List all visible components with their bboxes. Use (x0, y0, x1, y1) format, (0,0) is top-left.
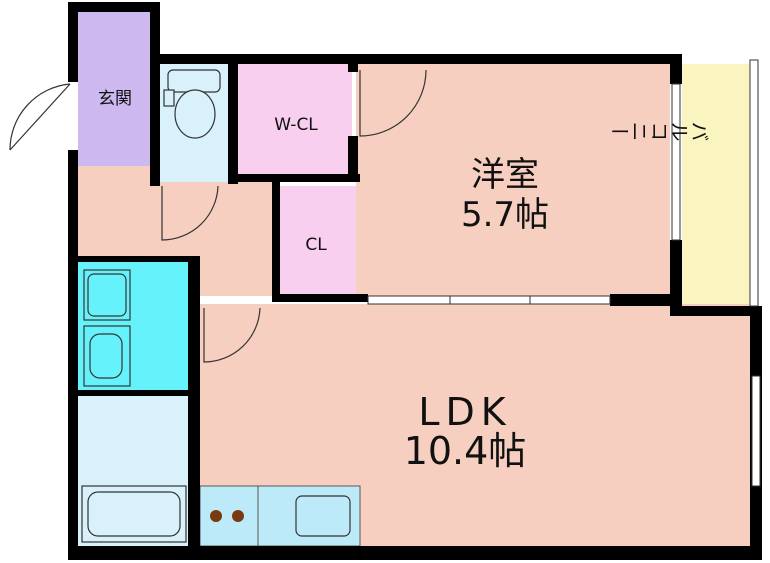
toilet-fixture (163, 69, 221, 139)
ldk-label: LDK (418, 390, 511, 434)
kitchen-sink (295, 495, 351, 537)
hallway-lower (196, 180, 274, 296)
walls (68, 2, 762, 560)
stove-burners (210, 510, 244, 522)
entrance-room (78, 12, 152, 166)
walk-in-closet-label: W-CL (274, 115, 318, 135)
bathtub-fixture (81, 485, 187, 543)
closet-room (280, 186, 356, 296)
windows (367, 59, 761, 487)
walk-in-closet-room (238, 64, 352, 178)
balcony-area (682, 64, 750, 308)
western-room-size: 5.7帖 (461, 195, 549, 235)
closet-label: CL (305, 235, 327, 255)
door-swings (9, 69, 427, 363)
western-room (356, 64, 670, 296)
balcony-label: バルコニー (610, 118, 710, 142)
western-room-label: 洋室 (471, 155, 539, 195)
washbasin-fixture (83, 269, 131, 387)
entrance-label: 玄関 (98, 89, 132, 109)
ldk-size: 10.4帖 (404, 429, 527, 473)
